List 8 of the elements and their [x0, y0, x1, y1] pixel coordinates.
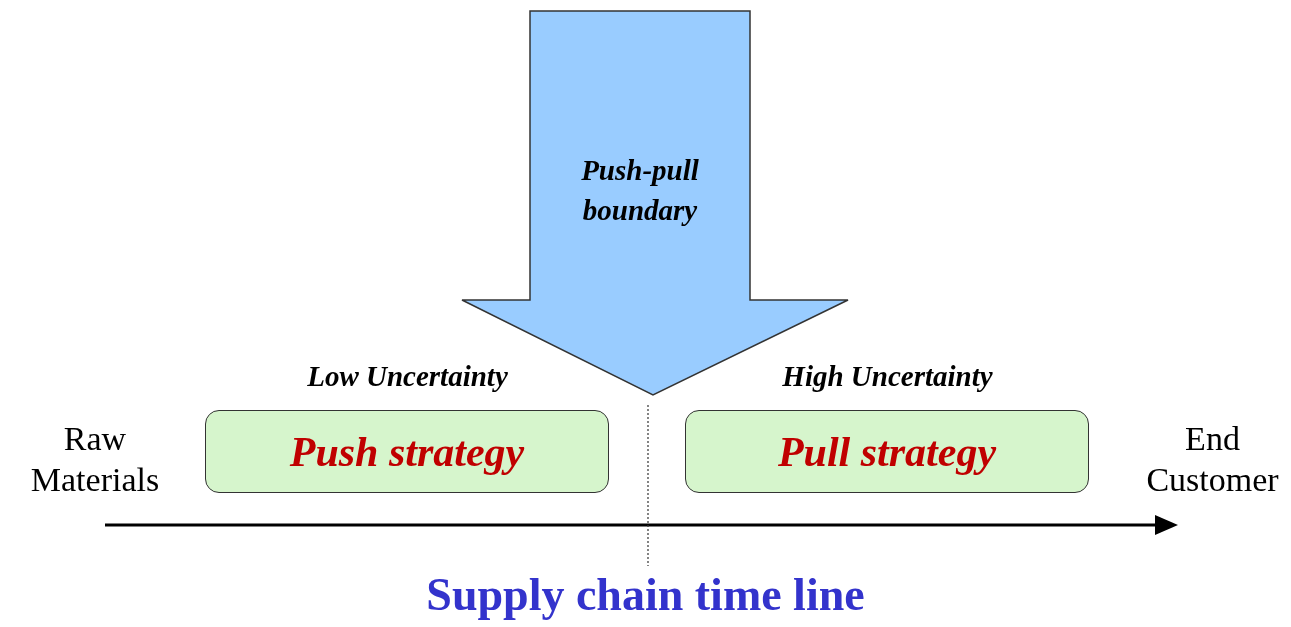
uncertainty-heading: High Uncertainty	[781, 360, 994, 393]
strategy-label: Pull strategy	[777, 427, 997, 476]
boundary-label: Push-pull boundary	[580, 153, 700, 228]
caption: Supply chain time line	[425, 568, 866, 621]
endpoint-label: End Customer	[1145, 419, 1280, 500]
endpoint-label: Raw Materials	[29, 419, 161, 500]
strategy-label: Push strategy	[289, 427, 525, 476]
uncertainty-heading: Low Uncertainty	[306, 360, 509, 393]
